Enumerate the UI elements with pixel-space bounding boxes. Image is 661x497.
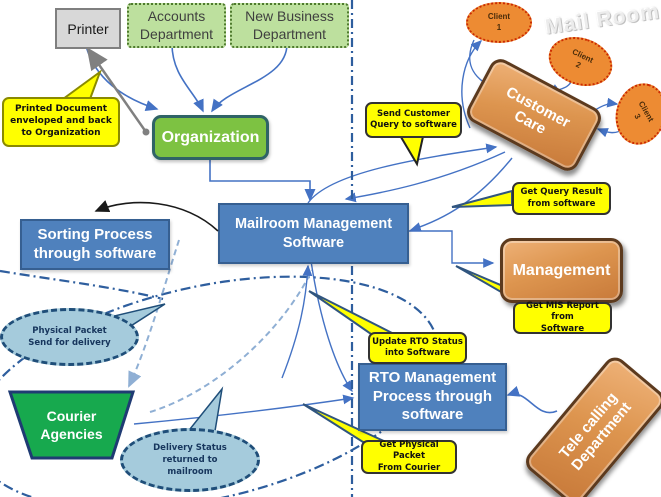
physical-packet-cloud-text: Physical Packet Send for delivery bbox=[28, 325, 111, 348]
connector-mailroom-to-customercare bbox=[307, 143, 498, 204]
get-mis-report-callout-text: Get MIS Report from Software bbox=[526, 301, 599, 334]
new-business-department-node: New Business Department bbox=[230, 3, 349, 48]
get-query-result-callout-text: Get Query Result from software bbox=[520, 187, 603, 209]
printer-label: Printer bbox=[67, 20, 109, 37]
send-customer-query-callout: Send Customer Query to software bbox=[365, 102, 462, 138]
connector-telecalling-to-rto bbox=[506, 386, 558, 414]
courier-agencies-shape bbox=[7, 390, 136, 460]
printed-document-callout-text: Printed Document enveloped and back to O… bbox=[10, 104, 112, 138]
delivery-status-cloud: Delivery Status returned to mailroom bbox=[120, 428, 260, 492]
client-3-label: Client 3 bbox=[632, 99, 656, 123]
printed-document-callout-tail bbox=[59, 69, 103, 100]
organization-label: Organization bbox=[161, 128, 260, 146]
send-customer-query-callout-text: Send Customer Query to software bbox=[370, 108, 457, 130]
connector-courier-area-to-mailroom bbox=[281, 264, 313, 379]
printed-document-callout: Printed Document enveloped and back to O… bbox=[2, 97, 120, 147]
sorting-process-label: Sorting Process through software bbox=[33, 225, 157, 262]
connector-customercare-to-mailroom-right bbox=[409, 157, 513, 232]
client-1-label: Client 1 bbox=[487, 12, 511, 32]
mailroom-software-node: Mailroom Management Software bbox=[218, 203, 409, 264]
organization-node: Organization bbox=[152, 115, 269, 160]
boundary-segment bbox=[0, 269, 164, 301]
printer-node: Printer bbox=[55, 8, 121, 49]
accounts-department-label: Accounts Department bbox=[139, 8, 214, 42]
mailroom-software-label: Mailroom Management Software bbox=[234, 216, 393, 251]
get-query-result-callout-tail bbox=[451, 189, 513, 208]
connector-customercare-to-client1 bbox=[461, 40, 482, 129]
connector-organization-to-mailroom bbox=[209, 154, 316, 202]
new-business-department-label: New Business Department bbox=[245, 8, 334, 42]
client-2-label: Client 2 bbox=[571, 47, 596, 71]
flow-delivery-to-mailroom-dashed bbox=[149, 269, 313, 413]
update-rto-status-callout: Update RTO Status into Software bbox=[368, 332, 467, 364]
get-physical-packet-callout-text: Get Physical Packet From Courier bbox=[377, 440, 441, 473]
client-1-node: Client 1 bbox=[466, 2, 532, 43]
delivery-status-cloud-text: Delivery Status returned to mailroom bbox=[153, 442, 227, 478]
connector-courier-to-rto bbox=[133, 394, 355, 425]
physical-packet-cloud: Physical Packet Send for delivery bbox=[0, 308, 139, 366]
customer-care-label: Customer Care bbox=[503, 83, 573, 138]
get-mis-report-callout: Get MIS Report from Software bbox=[513, 301, 612, 334]
connector-mailroom-to-management bbox=[405, 230, 495, 268]
connector-newbusiness-to-organization bbox=[211, 43, 288, 113]
get-query-result-callout: Get Query Result from software bbox=[512, 182, 611, 215]
courier-agencies-label: Courier Agencies bbox=[40, 407, 103, 442]
flow-sorting-to-courier bbox=[128, 239, 180, 388]
management-node: Management bbox=[500, 238, 623, 303]
connector-accounts-to-organization bbox=[171, 43, 204, 113]
get-physical-packet-callout: Get Physical Packet From Courier bbox=[361, 440, 457, 474]
management-label: Management bbox=[512, 261, 611, 279]
update-rto-status-callout-text: Update RTO Status into Software bbox=[372, 336, 463, 358]
rto-process-node: RTO Management Process through software bbox=[358, 363, 507, 431]
connector-mailroom-to-rto bbox=[310, 260, 353, 393]
rto-process-label: RTO Management Process through software bbox=[368, 368, 497, 424]
accounts-department-node: Accounts Department bbox=[127, 3, 226, 48]
connector-customercare-to-mailroom-top bbox=[344, 151, 506, 203]
sorting-process-node: Sorting Process through software bbox=[20, 219, 170, 270]
